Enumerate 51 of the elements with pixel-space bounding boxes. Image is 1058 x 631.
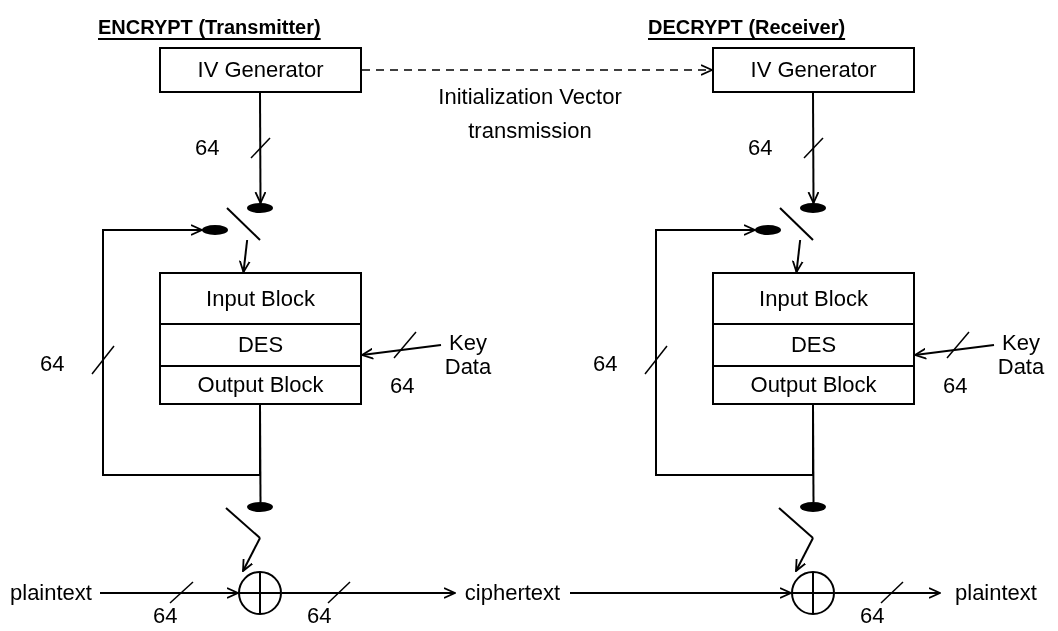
arrow xyxy=(795,537,814,572)
switch-blade xyxy=(780,208,813,240)
arrow xyxy=(791,239,804,273)
xor-symbol xyxy=(238,571,282,615)
arrow xyxy=(361,344,442,360)
switch-contact xyxy=(247,502,273,512)
arrow xyxy=(242,537,261,572)
section-heading: ENCRYPT (Transmitter) xyxy=(98,15,321,40)
process-box: IV Generator xyxy=(712,47,915,93)
process-box: Input Block xyxy=(712,272,915,325)
process-box: Output Block xyxy=(712,365,915,405)
switch-contact xyxy=(800,203,826,213)
signal-label: ciphertext xyxy=(455,578,570,608)
section-heading: DECRYPT (Receiver) xyxy=(648,15,846,40)
process-box: Output Block xyxy=(159,365,362,405)
bit-width-label: 64 xyxy=(390,374,415,398)
bit-width-label: 64 xyxy=(943,374,968,398)
switch-contact xyxy=(800,502,826,512)
switch-contact xyxy=(755,225,781,235)
bit-width-label: 64 xyxy=(307,604,332,628)
signal-label: plaintext xyxy=(940,578,1052,608)
arrow xyxy=(807,92,820,204)
xor-symbol xyxy=(791,571,835,615)
arrow xyxy=(914,344,995,360)
signal-label: plaintext xyxy=(2,578,100,608)
arrow xyxy=(238,239,251,273)
switch-blade xyxy=(227,208,260,240)
bit-width-label: 64 xyxy=(40,352,65,376)
process-box: IV Generator xyxy=(159,47,362,93)
arrow xyxy=(99,587,239,599)
arrow xyxy=(254,92,267,204)
switch-contact xyxy=(247,203,273,213)
arrow xyxy=(281,587,456,599)
switch-blade xyxy=(226,508,260,538)
bit-width-label: 64 xyxy=(593,352,618,376)
process-box: DES xyxy=(159,325,362,365)
process-box: DES xyxy=(712,325,915,365)
arrow xyxy=(102,224,261,476)
arrow xyxy=(361,64,713,76)
switch-blade xyxy=(779,508,813,538)
bit-width-label: 64 xyxy=(195,136,220,160)
bit-width-label: 64 xyxy=(153,604,178,628)
signal-label: Key Data xyxy=(994,330,1048,380)
switch-contact xyxy=(202,225,228,235)
arrow xyxy=(655,224,814,476)
signal-label: Key Data xyxy=(441,330,495,380)
process-box: Input Block xyxy=(159,272,362,325)
bit-width-label: 64 xyxy=(860,604,885,628)
arrow xyxy=(834,587,941,599)
bit-width-label: 64 xyxy=(748,136,773,160)
arrow xyxy=(569,587,792,599)
